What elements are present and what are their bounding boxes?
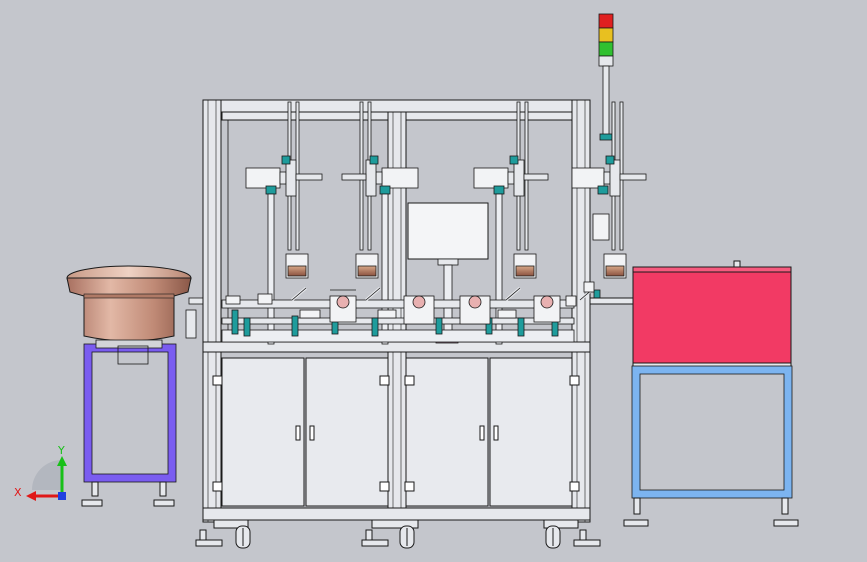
outfeed-connector xyxy=(589,297,635,305)
cabinet-door-4 xyxy=(489,357,573,507)
axis-x-label: X xyxy=(14,486,22,499)
work-table-top xyxy=(202,341,591,353)
clamp-fixture-2 xyxy=(403,295,435,325)
cabinet-doors xyxy=(212,357,580,507)
outfeed-stand xyxy=(632,366,792,498)
actuator-unit-4 xyxy=(571,155,647,279)
clamp-fixture-1 xyxy=(329,289,357,323)
cabinet-door-3 xyxy=(405,357,489,507)
clamp-fixture-3 xyxy=(459,295,491,325)
clamp-fixture-4 xyxy=(533,295,561,323)
door-hinges xyxy=(212,375,580,492)
actuator-unit-3 xyxy=(473,155,549,345)
door-handles xyxy=(295,425,499,441)
outfeed-stand-feet xyxy=(623,497,799,527)
outfeed-unit xyxy=(589,260,799,527)
bowl-body xyxy=(66,277,192,342)
stack-light xyxy=(598,13,614,141)
casters xyxy=(195,519,601,549)
actuator-unit-1 xyxy=(245,155,323,345)
axis-x-arrowhead xyxy=(26,491,36,501)
axis-triad: Y X xyxy=(14,444,67,501)
frame-column-left xyxy=(202,99,222,523)
cabinet-door-1 xyxy=(221,357,305,507)
axis-y-arrowhead xyxy=(57,456,67,466)
axis-triad-base xyxy=(32,460,62,490)
bowl-stand xyxy=(84,344,176,482)
vibratory-bowl-feeder xyxy=(66,265,206,507)
frame-column-right xyxy=(571,99,591,523)
axis-y-label: Y xyxy=(57,444,65,457)
axis-z-marker xyxy=(58,492,66,500)
actuator-units xyxy=(245,101,647,345)
workstation-row xyxy=(221,281,601,343)
actuator-unit-2 xyxy=(341,155,419,345)
bowl-stand-feet xyxy=(81,481,175,507)
outfeed-cabinet xyxy=(632,266,792,364)
cabinet-door-2 xyxy=(305,357,389,507)
